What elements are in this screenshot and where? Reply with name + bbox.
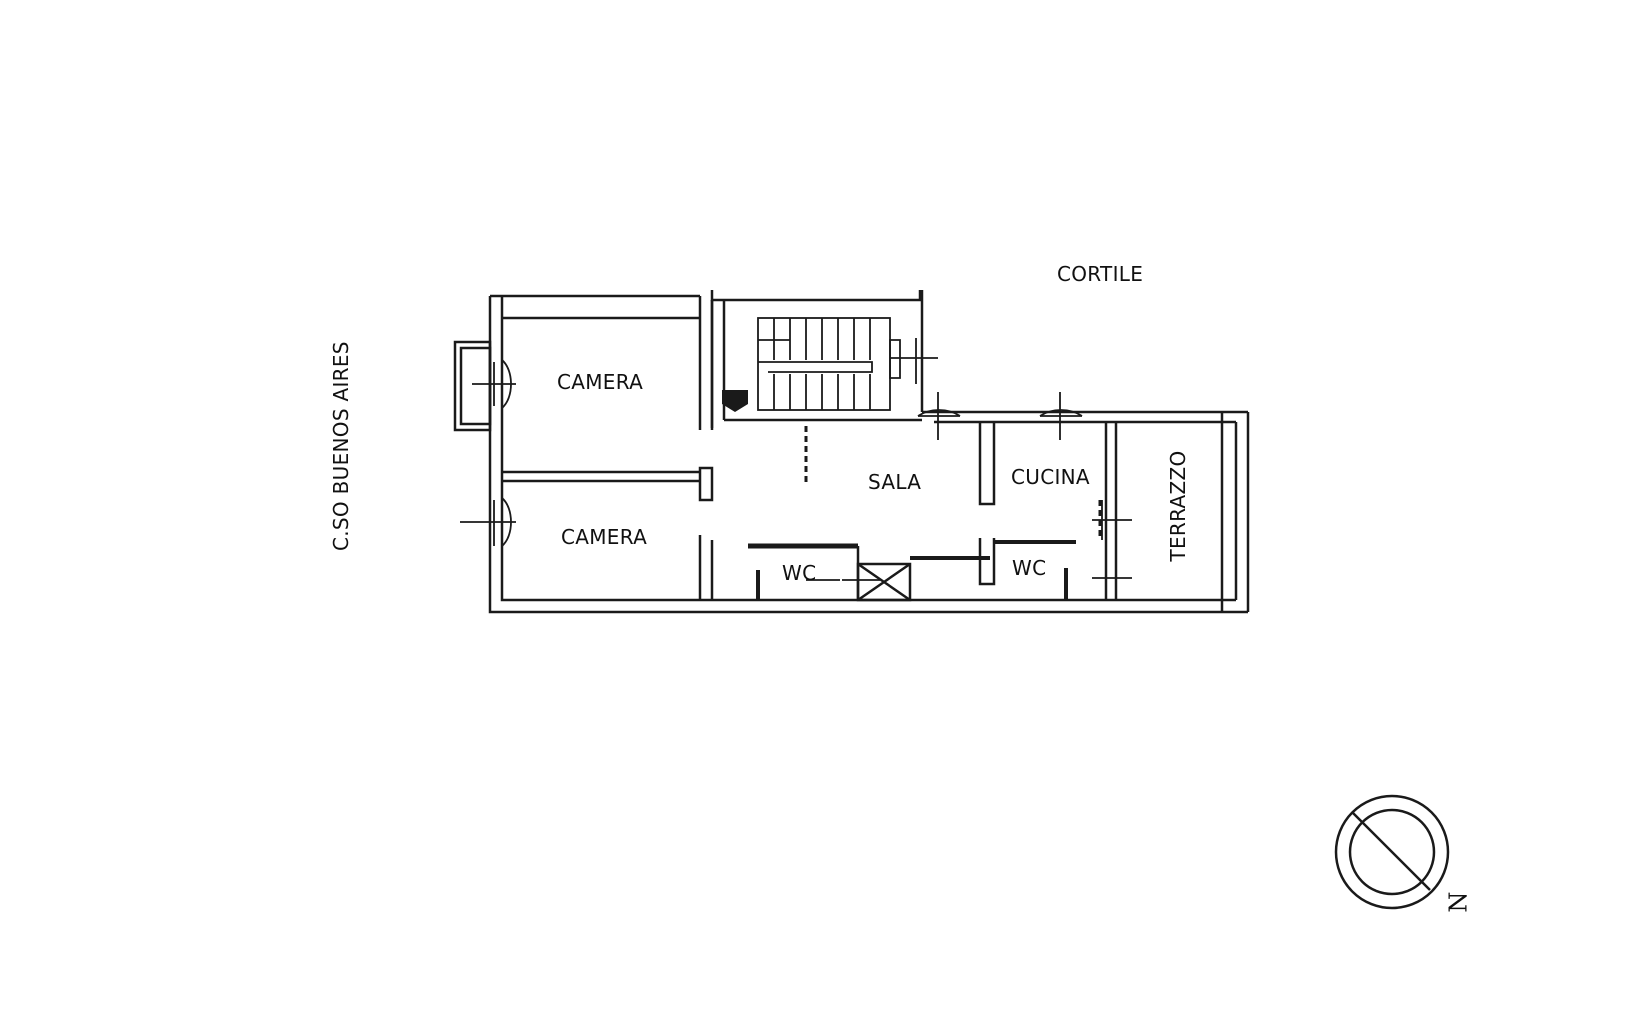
balcony: [453, 340, 492, 432]
room-label-wc-right: WC: [1012, 556, 1047, 580]
north-compass-icon: [1334, 794, 1450, 910]
north-label: N: [1444, 891, 1473, 913]
staircase: [757, 317, 901, 411]
courtyard-label: CORTILE: [1057, 262, 1144, 286]
room-label-terrazzo: TERRAZZO: [1166, 450, 1190, 562]
entrance-marker-icon: [722, 390, 748, 412]
door-marks: [804, 426, 1102, 540]
room-label-wc-left: WC: [782, 561, 817, 585]
street-label: C.SO BUENOS AIRES: [329, 341, 353, 551]
interior-walls: [502, 296, 1224, 612]
room-label-sala: SALA: [868, 470, 922, 494]
room-label-camera-bottom: CAMERA: [561, 525, 648, 549]
room-label-camera-top: CAMERA: [557, 370, 644, 394]
room-label-cucina: CUCINA: [1011, 465, 1090, 489]
outer-walls: [488, 290, 1250, 614]
